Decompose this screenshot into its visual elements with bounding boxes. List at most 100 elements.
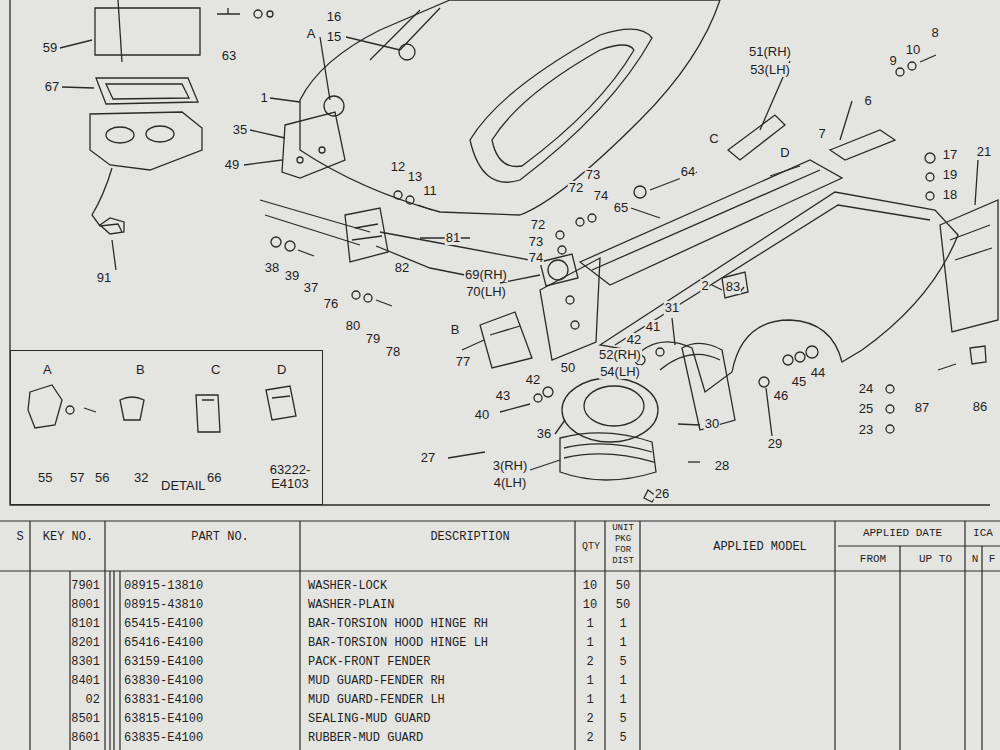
drawing-line — [267, 11, 273, 17]
callout-number: 69(RH) — [464, 268, 508, 282]
detail-box: ABCD555756326663222- E4103DETAIL — [10, 350, 323, 505]
callout-number: B — [450, 323, 461, 337]
table-cell: 8501 — [34, 712, 100, 726]
table-cell: 08915-43810 — [124, 598, 294, 612]
drawing-line — [783, 355, 793, 365]
battery-rod — [118, 0, 122, 62]
detail-label: 55 — [38, 471, 52, 485]
callout-number: D — [779, 146, 790, 160]
drawing-line — [0, 521, 1000, 571]
battery-frame — [96, 78, 198, 104]
callout-number: 4(LH) — [493, 476, 528, 490]
callout-number: 59 — [42, 41, 58, 55]
drawing-line — [352, 291, 360, 299]
hood-hinge — [345, 208, 388, 262]
callout-number: 74 — [528, 251, 544, 265]
callout-number: 40 — [474, 408, 490, 422]
callout-number: 87 — [914, 401, 930, 415]
drawing-line — [30, 521, 982, 750]
apron — [580, 160, 842, 285]
table-header: S — [12, 530, 28, 544]
drawing-line — [926, 173, 934, 181]
table-cell: 63159-E4100 — [124, 655, 294, 669]
callout-number: 39 — [284, 269, 300, 283]
drawing-line — [60, 37, 978, 470]
drawing-line — [938, 364, 956, 370]
detail-label: 32 — [134, 471, 148, 485]
detail-label: 63222- E4103 — [261, 463, 319, 491]
drawing-line — [688, 461, 700, 462]
callout-number: 54(LH) — [599, 365, 641, 379]
table-cell: 10 — [577, 579, 603, 593]
table-header: UNIT PKG FOR DIST — [607, 523, 639, 567]
drawing-line — [886, 385, 894, 393]
callout-number: 50 — [560, 361, 576, 375]
battery — [95, 8, 200, 55]
detail-label: D — [277, 363, 286, 377]
drawing-line — [69, 571, 70, 750]
callout-number: 74 — [593, 189, 609, 203]
drawing-line — [558, 246, 566, 254]
table-header: QTY — [578, 540, 604, 554]
drawing-line — [399, 44, 415, 60]
callout-number: 16 — [326, 10, 342, 24]
drawing-line — [448, 452, 485, 458]
table-cell: PACK-FRONT FENDER — [308, 655, 570, 669]
table-cell: 8101 — [34, 617, 100, 631]
callout-number: 73 — [528, 235, 544, 249]
callout-number: 7 — [817, 127, 826, 141]
callout-number: 42 — [525, 373, 541, 387]
drawing-line — [634, 186, 646, 198]
callout-number: 65 — [613, 201, 629, 215]
battery-tray — [90, 112, 202, 170]
table-cell: 50 — [607, 598, 639, 612]
drawing-line — [908, 62, 916, 70]
detail-icon — [266, 386, 296, 420]
callout-number: 53(LH) — [749, 63, 791, 77]
callout-number: 63 — [221, 49, 237, 63]
drawing-line — [886, 405, 894, 413]
drawing-line — [217, 8, 240, 14]
drawing-line — [285, 241, 295, 251]
callout-number: 43 — [495, 389, 511, 403]
table-cell: 63835-E4100 — [124, 731, 294, 745]
drawing-line — [271, 237, 281, 247]
callout-number: 72 — [530, 218, 546, 232]
drawing-line — [770, 166, 800, 176]
drawing-line — [370, 8, 440, 60]
callout-number: 45 — [791, 375, 807, 389]
table-cell: 65416-E4100 — [124, 636, 294, 650]
callout-number: 78 — [385, 345, 401, 359]
callout-number: 42 — [626, 333, 642, 347]
table-cell: 10 — [577, 598, 603, 612]
table-cell: BAR-TORSION HOOD HINGE LH — [308, 636, 570, 650]
detail-icon — [28, 385, 62, 428]
callout-number: 10 — [905, 43, 921, 57]
frame — [10, 0, 990, 505]
detail-label: B — [136, 363, 145, 377]
detail-label: 66 — [207, 471, 221, 485]
callout-number: 49 — [224, 158, 240, 172]
callout-number: 27 — [420, 451, 436, 465]
hood — [300, 0, 720, 215]
illustration — [10, 0, 998, 505]
drawing-line — [106, 127, 134, 143]
table-header: FROM — [848, 552, 898, 566]
drawing-line — [950, 225, 992, 260]
table-header: UP TO — [908, 552, 963, 566]
drawing-line — [297, 157, 303, 163]
table-cell: BAR-TORSION HOOD HINGE RH — [308, 617, 570, 631]
drawing-line — [886, 425, 894, 433]
table-cell: WASHER-LOCK — [308, 579, 570, 593]
table-cell: 1 — [577, 693, 603, 707]
table-cell: 1 — [607, 636, 639, 650]
callout-number: 79 — [365, 332, 381, 346]
drawing-line — [660, 354, 720, 370]
drawing-line — [100, 218, 124, 234]
callout-number: 1 — [259, 91, 268, 105]
callout-number: 73 — [585, 168, 601, 182]
hood-bracket — [282, 112, 345, 178]
drawing-line — [394, 191, 402, 199]
table-cell: 50 — [607, 579, 639, 593]
